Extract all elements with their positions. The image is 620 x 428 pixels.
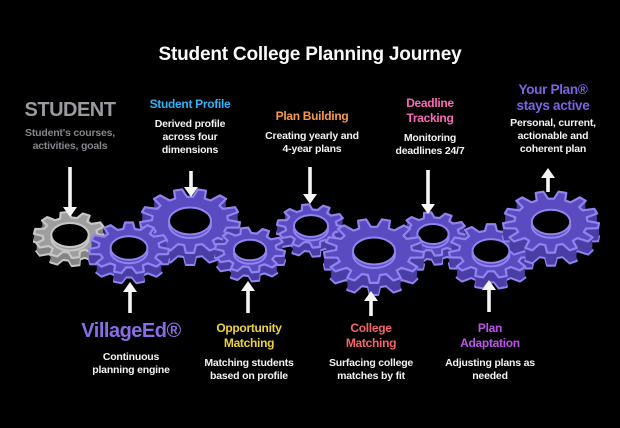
- stage-opportunity-matching-desc: Matching students based on profile: [204, 357, 294, 382]
- stage-plan-building-title: Plan Building: [275, 109, 349, 123]
- page-title: Student College Planning Journey: [158, 44, 462, 65]
- stage-opportunity-matching-title: Opportunity Matching: [216, 321, 282, 350]
- stage-villageed: VillageEd® Continuous planning engine: [81, 320, 181, 377]
- stage-plan-building-desc: Creating yearly and 4-year plans: [265, 130, 359, 155]
- stage-plan-adaptation-title: Plan Adaptation: [460, 321, 520, 350]
- stage-student: STUDENT Student's courses, activities, g…: [25, 99, 116, 153]
- stage-college-matching-title: College Matching: [345, 321, 397, 350]
- stage-opportunity-matching: Opportunity Matching Matching students b…: [204, 321, 294, 383]
- stage-student-profile: Student Profile Derived profile across f…: [150, 97, 231, 157]
- stage-villageed-desc: Continuous planning engine: [92, 351, 170, 376]
- stage-your-plan-desc: Personal, current, actionable and cohere…: [510, 117, 596, 155]
- stage-your-plan: Your Plan® stays active Personal, curren…: [510, 82, 596, 156]
- stage-college-matching: College Matching Surfacing college match…: [329, 321, 413, 383]
- stage-college-matching-desc: Surfacing college matches by fit: [328, 357, 414, 382]
- stage-plan-adaptation-desc: Adjusting plans as needed: [445, 357, 535, 382]
- stage-plan-adaptation: Plan Adaptation Adjusting plans as neede…: [445, 321, 535, 383]
- stage-student-profile-title: Student Profile: [149, 97, 231, 111]
- stage-deadline-tracking-desc: Monitoring deadlines 24/7: [395, 132, 465, 157]
- stage-plan-building: Plan Building Creating yearly and 4-year…: [265, 109, 359, 156]
- stage-deadline-tracking-title: Deadline Tracking: [406, 96, 454, 125]
- stage-student-profile-desc: Derived profile across four dimensions: [154, 118, 226, 156]
- stage-your-plan-title: Your Plan® stays active: [516, 82, 590, 113]
- stage-student-desc: Student's courses, activities, goals: [25, 127, 115, 152]
- stage-villageed-title: VillageEd®: [81, 320, 181, 342]
- stage-deadline-tracking: Deadline Tracking Monitoring deadlines 2…: [396, 96, 465, 158]
- stage-student-title: STUDENT: [24, 99, 116, 121]
